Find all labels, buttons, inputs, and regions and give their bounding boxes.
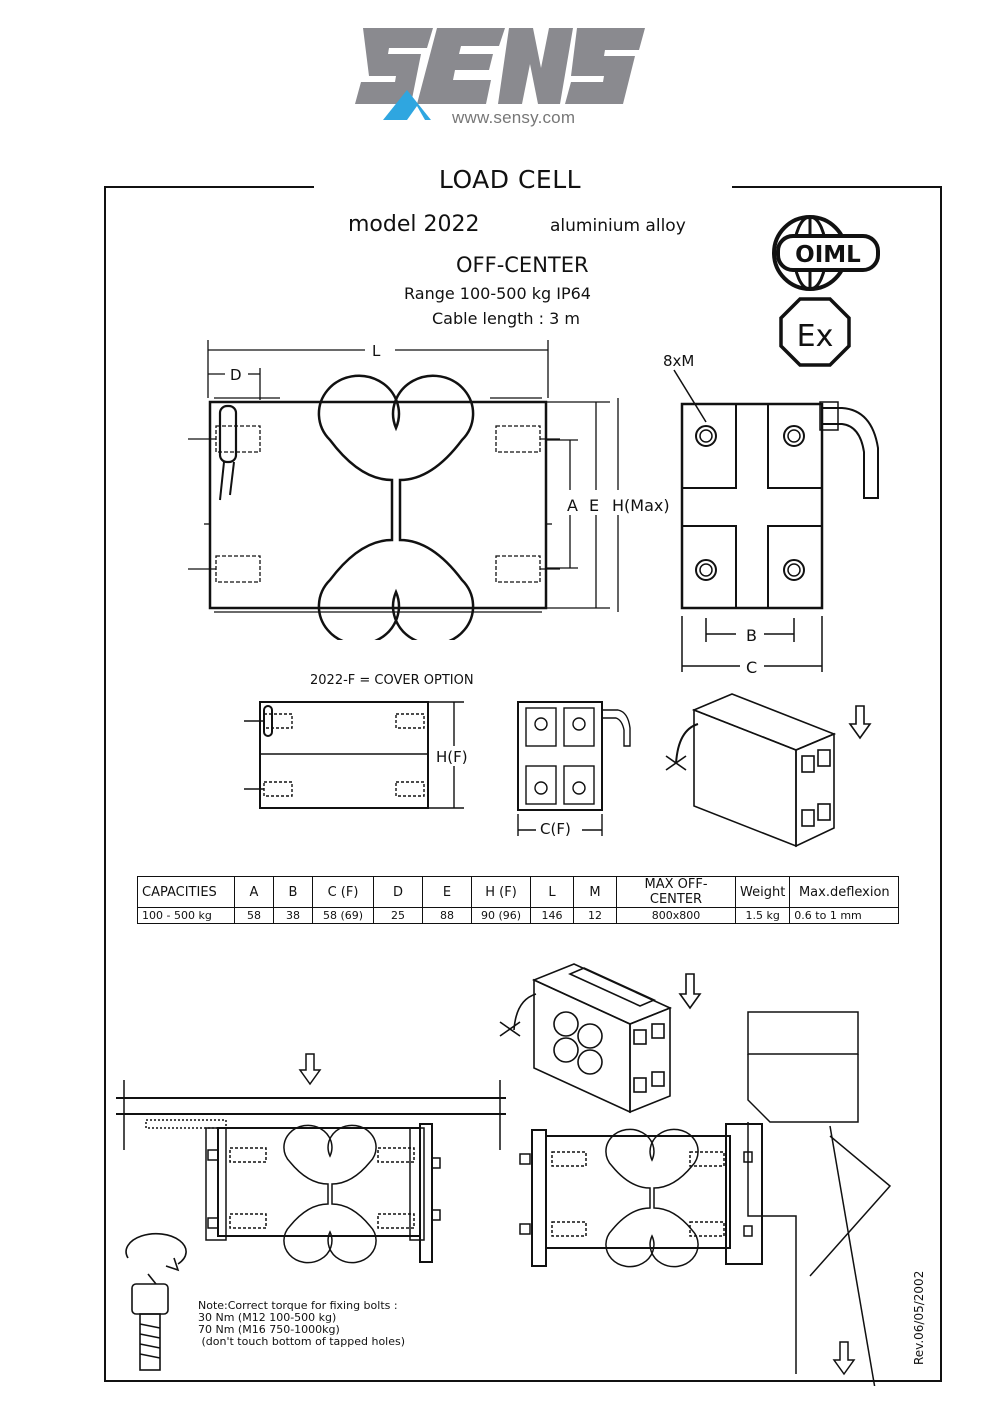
note-line: 70 Nm (M16 750-1000kg) xyxy=(198,1323,340,1336)
oiml-mark: OIML xyxy=(772,215,880,291)
oiml-text: OIML xyxy=(795,242,861,268)
header-cell: M xyxy=(573,876,617,908)
frame-top-left xyxy=(104,186,314,188)
cell: 146 xyxy=(530,907,574,924)
label-A: A xyxy=(567,496,578,515)
label-H-max: H(Max) xyxy=(612,496,670,515)
mount-isometric-drawing xyxy=(499,963,702,1114)
cell: 0.6 to 1 mm xyxy=(789,907,900,924)
cell: 90 (96) xyxy=(471,907,531,924)
label-D: D xyxy=(230,366,242,384)
spec-table: CAPACITIES A B C (F) D E H (F) L M MAX O… xyxy=(137,876,900,924)
website-url: www.sensy.com xyxy=(452,108,576,127)
cable-length: Cable length : 3 m xyxy=(432,309,580,328)
cover-front-drawing xyxy=(244,701,464,809)
label-B: B xyxy=(746,626,757,645)
header-cell: A xyxy=(234,876,274,908)
cover-isometric-drawing xyxy=(665,693,872,848)
table-row: 100 - 500 kg 58 38 58 (69) 25 88 90 (96)… xyxy=(137,907,900,924)
ex-text: Ex xyxy=(797,319,834,354)
cell-type: OFF-CENTER xyxy=(456,253,589,277)
note-line: Note:Correct torque for fixing bolts : xyxy=(198,1299,398,1312)
cell: 800x800 xyxy=(616,907,736,924)
page-title: LOAD CELL xyxy=(438,165,582,194)
range: Range 100-500 kg IP64 xyxy=(404,284,591,303)
note-line: 30 Nm (M12 100-500 kg) xyxy=(198,1311,337,1324)
front-view-drawing xyxy=(188,340,619,640)
cell: 88 xyxy=(422,907,472,924)
label-L: L xyxy=(372,342,381,360)
cell: 58 xyxy=(234,907,274,924)
mount-left-drawing xyxy=(116,1053,506,1264)
label-8xM: 8xM xyxy=(663,352,695,370)
drawing-frame xyxy=(104,186,942,1382)
cover-option-label: 2022-F = COVER OPTION xyxy=(310,673,474,688)
header-cell: H (F) xyxy=(471,876,531,908)
header-cell: D xyxy=(373,876,423,908)
header-cell: CAPACITIES xyxy=(137,876,235,908)
cell: 25 xyxy=(373,907,423,924)
label-CF: C(F) xyxy=(540,820,571,838)
frame-top-right xyxy=(732,186,940,188)
cell: 12 xyxy=(573,907,617,924)
label-C: C xyxy=(746,658,758,677)
revision-date: Rev.06/05/2002 xyxy=(912,1270,926,1365)
label-E: E xyxy=(589,496,600,515)
header-cell: Max.deflexion xyxy=(789,876,900,908)
side-view-drawing xyxy=(673,369,879,672)
header-cell: MAX OFF-CENTER xyxy=(616,876,736,908)
material: aluminium alloy xyxy=(550,216,686,236)
sensy-logo xyxy=(355,28,645,120)
screw-icon xyxy=(125,1232,187,1371)
cover-side-drawing xyxy=(517,701,631,836)
note-line: (don't touch bottom of tapped holes) xyxy=(198,1335,406,1348)
header-cell: E xyxy=(422,876,472,908)
cell: 38 xyxy=(273,907,313,924)
cell: 100 - 500 kg xyxy=(137,907,235,924)
label-HF: H(F) xyxy=(436,748,468,766)
header-cell: L xyxy=(530,876,574,908)
header-cell: C (F) xyxy=(312,876,374,908)
cell: 58 (69) xyxy=(312,907,374,924)
torque-note: Note:Correct torque for fixing bolts : 3… xyxy=(198,1300,405,1348)
table-header-row: CAPACITIES A B C (F) D E H (F) L M MAX O… xyxy=(137,876,900,908)
header-cell: Weight xyxy=(734,876,791,908)
header-cell: B xyxy=(273,876,313,908)
mount-right-drawing xyxy=(519,1011,892,1386)
ex-mark: Ex xyxy=(779,297,851,367)
model-name: model 2022 xyxy=(348,212,480,237)
cell: 1.5 kg xyxy=(734,907,791,924)
